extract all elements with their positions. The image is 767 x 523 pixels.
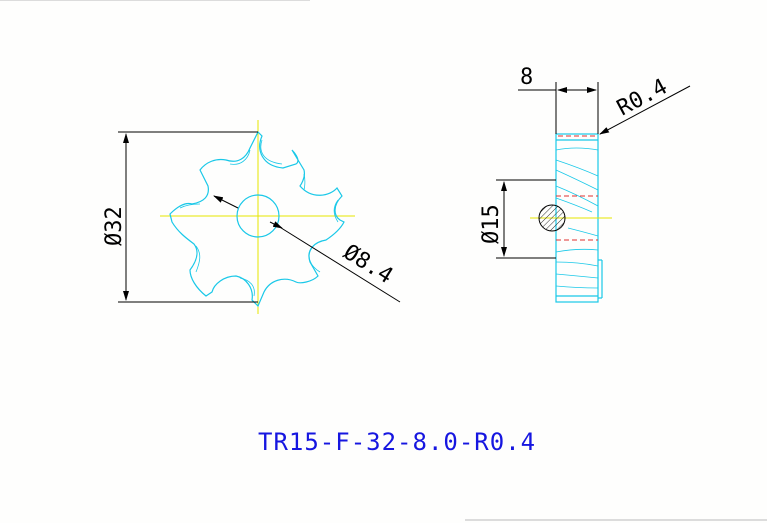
width-dimension bbox=[518, 82, 599, 134]
side-view: 8 R0.4 Ø15 bbox=[479, 65, 691, 303]
side-flutes bbox=[555, 147, 599, 289]
part-number-title: TR15-F-32-8.0-R0.4 bbox=[258, 428, 537, 456]
hub-diameter-dimension bbox=[496, 179, 556, 259]
front-centerlines bbox=[160, 120, 355, 314]
bore-diameter-leader bbox=[213, 195, 401, 303]
width-label: 8 bbox=[520, 65, 533, 90]
corner-radius-leader bbox=[599, 85, 691, 135]
outer-diameter-label: Ø32 bbox=[102, 206, 127, 246]
outer-diameter-dimension bbox=[118, 131, 258, 303]
hub-diameter-label: Ø15 bbox=[479, 204, 504, 244]
corner-radius-label: R0.4 bbox=[613, 74, 672, 121]
cutter-teeth-inner bbox=[179, 139, 339, 297]
section-hatch bbox=[538, 204, 566, 232]
bore-circle bbox=[236, 194, 280, 238]
cutter-teeth-outline bbox=[169, 130, 345, 308]
front-view: Ø32 Ø8.4 bbox=[102, 120, 401, 314]
side-hidden-lines bbox=[556, 135, 598, 241]
